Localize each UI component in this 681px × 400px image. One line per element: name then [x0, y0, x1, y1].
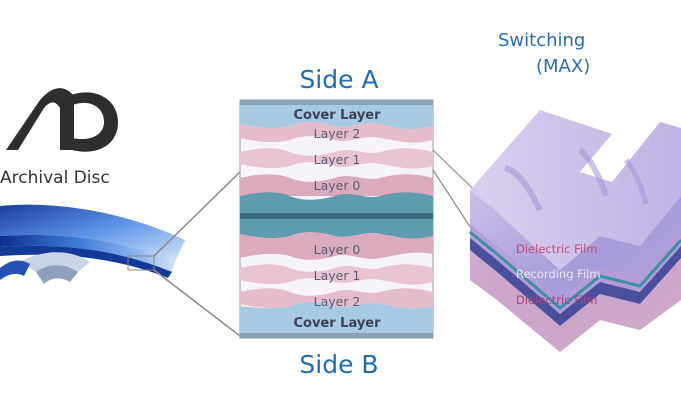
layer-0-a: [240, 174, 433, 196]
label-layer-1-a: Layer 1: [314, 152, 361, 167]
brand-text: Archival Disc: [0, 168, 110, 188]
layer-2-b: [240, 288, 433, 309]
side-b-title: Side B: [299, 350, 378, 379]
label-layer-2-b: Layer 2: [314, 294, 361, 309]
cover-layer-b: [240, 302, 433, 333]
switching-subtitle: (MAX): [536, 56, 590, 77]
side-a-title: Side A: [299, 65, 378, 94]
layer-1-b: [240, 264, 433, 285]
label-cover-layer-b: Cover Layer: [293, 316, 381, 331]
switching-title: Switching: [498, 30, 585, 51]
layer-0-b: [240, 232, 433, 260]
archival-disc-logo-icon: [6, 88, 118, 152]
bonding-layer: [240, 213, 433, 219]
label-dielectric-film-top: Dielectric Film: [516, 242, 598, 256]
switching-block-3d: Dielectric Film Recording Film Dielectri…: [469, 110, 681, 352]
layer-2-a: [240, 122, 433, 143]
label-dielectric-film-bottom: Dielectric Film: [516, 293, 598, 307]
label-recording-film: Recording Film: [516, 267, 601, 281]
label-layer-0-a: Layer 0: [314, 178, 361, 193]
archival-disc-logo: Archival Disc: [0, 88, 118, 188]
label-cover-layer-a: Cover Layer: [293, 108, 381, 123]
layer-1-a: [240, 148, 433, 169]
label-layer-0-b: Layer 0: [314, 242, 361, 257]
cover-layer-a: [240, 105, 433, 130]
disc-illustration: [0, 171, 241, 337]
label-layer-1-b: Layer 1: [314, 268, 361, 283]
label-layer-2-a: Layer 2: [314, 126, 361, 141]
layer-stack: Cover Layer Layer 2 Layer 1 Layer 0 Laye…: [239, 99, 434, 339]
